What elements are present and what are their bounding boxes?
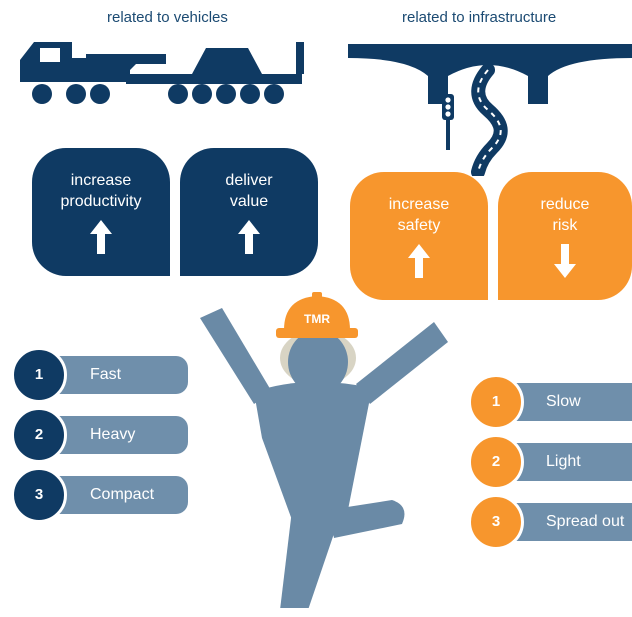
list-item-label: Heavy (90, 426, 136, 443)
card-line1: deliver (225, 172, 273, 189)
hard-hat-icon (276, 292, 358, 338)
bridge-icon (348, 44, 632, 104)
list-item-label: Fast (90, 366, 122, 383)
card-deliver-value: deliver value (180, 148, 318, 276)
card-increase-safety: increase safety (350, 172, 488, 300)
list-item-vehicle-3: Compact (50, 476, 188, 514)
list-item-vehicle-2: Heavy (50, 416, 188, 454)
heading-infrastructure: related to infrastructure (402, 9, 557, 26)
heading-vehicles: related to vehicles (107, 9, 228, 26)
card-reduce-risk: reduce risk (498, 172, 632, 300)
card-line2: safety (397, 217, 441, 234)
list-item-label: Compact (90, 486, 155, 503)
arrow-up-icon (408, 244, 430, 278)
truck-icon (20, 42, 304, 104)
card-line1: reduce (540, 196, 590, 213)
card-line1: increase (388, 196, 450, 213)
arrow-up-icon (90, 220, 112, 254)
winding-road-icon (471, 64, 508, 176)
number-badge: 1 (468, 374, 524, 430)
card-increase-productivity: increase productivity (32, 148, 170, 276)
arrow-up-icon (238, 220, 260, 254)
list-item-label: Slow (546, 393, 581, 410)
card-line2: value (229, 193, 269, 210)
list-item-label: Spread out (546, 513, 625, 530)
list-item-vehicle-1: Fast (50, 356, 188, 394)
list-item-infrastructure-2: Light (508, 443, 632, 481)
arrow-down-icon (554, 244, 576, 278)
worker-figure-icon (200, 308, 448, 608)
card-line2: risk (552, 217, 578, 234)
card-line1: increase (70, 172, 132, 189)
helmet-label: TMR (304, 312, 330, 326)
number-badge: 3 (11, 467, 67, 523)
list-item-infrastructure-1: Slow (508, 383, 632, 421)
card-line2: productivity (60, 193, 142, 210)
list-item-infrastructure-3: Spread out (508, 503, 632, 541)
number-badge: 2 (468, 434, 524, 490)
number-badge: 2 (11, 407, 67, 463)
number-badge: 3 (468, 494, 524, 550)
list-item-label: Light (546, 453, 581, 470)
number-badge: 1 (11, 347, 67, 403)
traffic-light-icon (442, 94, 454, 150)
